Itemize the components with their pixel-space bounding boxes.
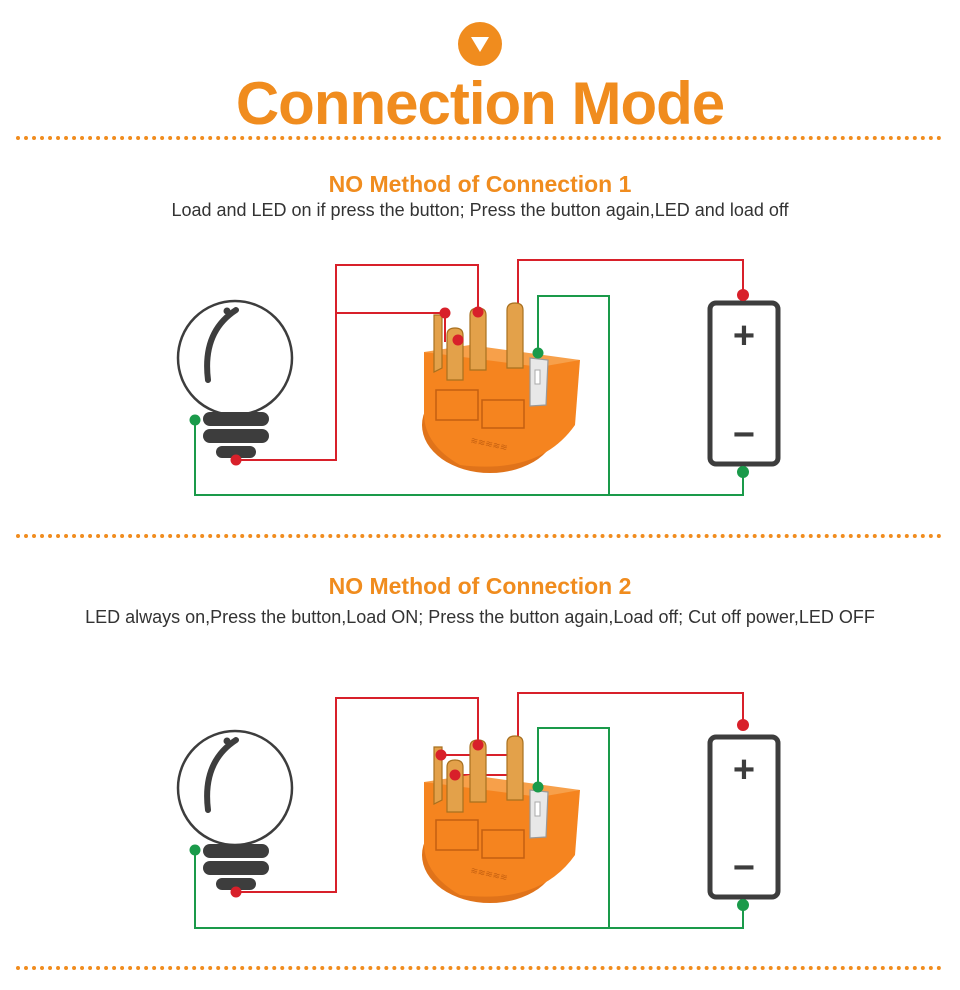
wire-led-to-terminal: [336, 312, 446, 342]
green-dot: [737, 899, 749, 911]
divider: [16, 966, 942, 970]
section-badge: [458, 22, 502, 66]
green-dot: [189, 414, 201, 426]
red-dot: [435, 749, 447, 761]
wiring-diagram-2: ≋≋≋≋≋ + −: [176, 692, 781, 929]
red-dot: [472, 306, 484, 318]
green-dot: [532, 781, 544, 793]
battery-plus-label: +: [733, 749, 755, 791]
red-dot: [439, 307, 451, 319]
wire-load-to-terminal: [236, 264, 479, 461]
red-dot: [452, 334, 464, 346]
wires: [194, 692, 744, 929]
battery-icon: + −: [707, 300, 781, 467]
battery-minus-label: −: [733, 414, 755, 456]
chevron-down-icon: [471, 37, 489, 52]
battery-icon: + −: [707, 734, 781, 900]
wire-ground-terminal: [537, 727, 610, 928]
section-1-description: Load and LED on if press the button; Pre…: [171, 200, 789, 220]
red-dot: [737, 289, 749, 301]
section-2-title: NO Method of Connection 2: [328, 573, 632, 599]
green-dot: [532, 347, 544, 359]
wire-terminal-to-battery-plus: [517, 259, 744, 310]
red-dot: [230, 454, 242, 466]
wire-bulb-to-battery-minus: [194, 850, 744, 929]
rocker-switch: ≋≋≋≋≋: [422, 302, 580, 473]
light-bulb-icon: [176, 299, 294, 458]
connection-points: [189, 289, 749, 478]
green-dot: [737, 466, 749, 478]
battery-minus-label: −: [733, 847, 755, 889]
wire-terminal-to-battery-plus: [455, 692, 744, 776]
red-dot: [230, 886, 242, 898]
wiring-diagram-1: ≋≋≋≋≋ + −: [176, 259, 781, 496]
light-bulb-icon: [176, 729, 294, 890]
section-2-description: LED always on,Press the button,Load ON; …: [85, 607, 875, 627]
rocker-switch: ≋≋≋≋≋: [422, 735, 580, 903]
wire-bulb-to-battery-minus: [194, 420, 744, 496]
red-dot: [737, 719, 749, 731]
connection-points: [189, 719, 749, 911]
red-dot: [472, 739, 484, 751]
battery-plus-label: +: [733, 315, 755, 357]
wire-load-to-terminal: [236, 697, 479, 893]
page-title: Connection Mode: [235, 70, 725, 137]
section-1-title: NO Method of Connection 1: [328, 171, 632, 197]
red-dot: [449, 769, 461, 781]
divider: [16, 136, 942, 140]
green-dot: [189, 844, 201, 856]
wire-ground-terminal: [537, 295, 610, 495]
divider: [16, 534, 942, 538]
wires: [194, 259, 744, 496]
